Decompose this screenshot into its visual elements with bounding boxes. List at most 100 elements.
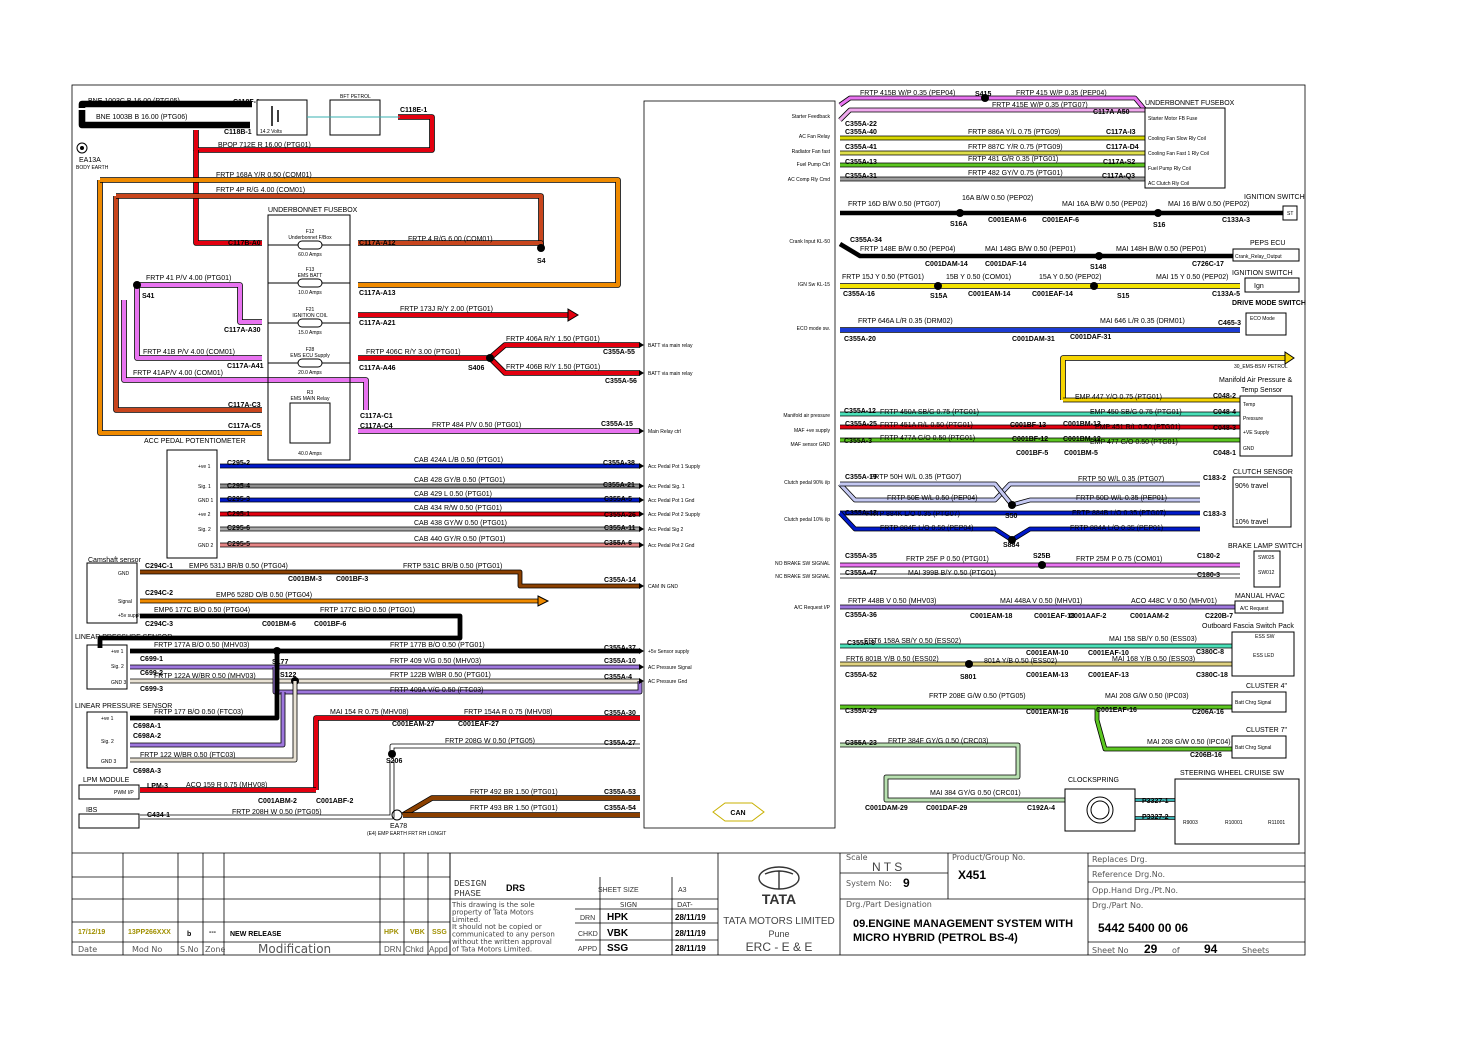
pin-arrow bbox=[639, 463, 644, 469]
connector-label: C180-2 bbox=[1197, 553, 1220, 560]
connector-label: C117A-S2 bbox=[1103, 159, 1135, 166]
connector-label: C355A-30 bbox=[604, 710, 636, 717]
acc-pedal-label: ACC PEDAL POTENTIOMETER bbox=[144, 438, 246, 445]
wire-arrow-173j bbox=[567, 308, 579, 322]
disclaimer-line: Limited. bbox=[452, 916, 480, 924]
diagram-label: FRTP 484 P/V 0.50 (PTG01) bbox=[432, 422, 521, 429]
body-earth-label: BODY EARTH bbox=[76, 165, 109, 171]
diagram-label: MAI 158 SB/Y 0.50 (ESS03) bbox=[1109, 636, 1197, 643]
cluster-4-pin: Batt Chrg Signal bbox=[1235, 700, 1271, 706]
diagram-label: FRTP 41B P/V 4.00 (COM01) bbox=[143, 349, 235, 356]
diagram-label: BNE 1003C B 16.00 (PTG05) bbox=[88, 98, 180, 105]
ub-right-pin-label: Starter Motor FB Fuse bbox=[1148, 116, 1198, 122]
steering-resistor-label: R11001 bbox=[1268, 820, 1285, 826]
diagram-label: FRTP 409 V/G 0.50 (MHV03) bbox=[390, 658, 481, 665]
connector-label: C048-3 bbox=[1213, 425, 1236, 432]
diagram-label: FRTP 531C BR/B 0.50 (PTG01) bbox=[403, 563, 502, 570]
diagram-label: CAB 424A L/B 0.50 (PTG01) bbox=[414, 457, 503, 464]
connector-label: C355A-27 bbox=[604, 740, 636, 747]
ea78-label: EA78 bbox=[390, 823, 407, 830]
ub-right-pin-label: AC Clutch Rly Coil bbox=[1148, 181, 1189, 187]
pin-arrow bbox=[639, 483, 644, 489]
map-sensor-label-2: Temp Sensor bbox=[1241, 387, 1283, 394]
connector-label: C117A-A30 bbox=[224, 327, 261, 334]
rev-date: 17/12/19 bbox=[78, 929, 105, 936]
scale-label: Scale bbox=[846, 853, 868, 862]
fascia-label: Outboard Fascia Switch Pack bbox=[1202, 623, 1294, 630]
connector-label: C118F-1 bbox=[233, 99, 260, 106]
diagram-label: FRTP 492 BR 1.50 (PTG01) bbox=[470, 789, 558, 796]
wire-168a-top bbox=[100, 178, 620, 287]
connector-label: C355A-15 bbox=[601, 421, 633, 428]
system-no-label: System No: bbox=[846, 879, 892, 888]
drawing-frame bbox=[71, 84, 1306, 956]
ecu-left-pin-label: +5v Sensor supply bbox=[648, 649, 690, 655]
ecu-left-box bbox=[643, 100, 836, 829]
connector-label: C133A-5 bbox=[1212, 291, 1240, 298]
underbonnet-fusebox-right bbox=[1144, 107, 1226, 189]
clockspring-coil-icon bbox=[1086, 796, 1114, 824]
diagram-label: EMP 477 G/O 0.50 (PTG01) bbox=[1090, 439, 1178, 446]
fascia-switch-pack-box bbox=[1231, 631, 1295, 677]
designation-line-2: MICRO HYBRID (PETROL BS-4) bbox=[853, 932, 1018, 944]
earth-icon bbox=[80, 146, 84, 150]
diagram-label: FRTP 122B W/BR 0.50 (PTG01) bbox=[390, 672, 491, 679]
diagram-label: EMP 450 SB/G 0.75 (PTG01) bbox=[1090, 409, 1182, 416]
sheet-size-label: SHEET SIZE bbox=[598, 887, 639, 894]
splice-s206 bbox=[388, 750, 396, 758]
connector-label: C117A-C4 bbox=[360, 423, 393, 430]
ea13a-earth-icon bbox=[76, 142, 88, 154]
diagram-label: FRTP 482 GY/V 0.75 (PTG01) bbox=[968, 170, 1063, 177]
ub-right-pin-label: Fuel Pump Rly Coil bbox=[1148, 166, 1191, 172]
connector-label: C001DAM-29 bbox=[865, 805, 908, 812]
diagram-label: FRTP 884K L/O 0.35 (PTG07) bbox=[866, 511, 960, 518]
ignition-switch-2-box bbox=[1244, 277, 1300, 293]
chkd-label: CHKD bbox=[578, 931, 598, 938]
diagram-label: FRTP 50 W/L 0.35 (PTG07) bbox=[1078, 476, 1164, 483]
design-phase-label-2: PHASE bbox=[454, 889, 481, 899]
diagram-label: EMP6 528D O/B 0.50 (PTG04) bbox=[216, 592, 312, 599]
connector-label: C355A-29 bbox=[845, 708, 877, 715]
col-mod: Mod No bbox=[132, 945, 162, 954]
pin-arrow bbox=[639, 542, 644, 548]
map-sensor-box bbox=[1239, 395, 1293, 457]
connector-label: C001DAF-29 bbox=[926, 805, 967, 812]
connector-label: C355A-54 bbox=[604, 805, 636, 812]
diagram-label: FRTP 122 W/BR 0.50 (FTC03) bbox=[140, 752, 235, 759]
linear-pressure-sensor-2 bbox=[86, 711, 128, 769]
dat-label: DAT- bbox=[677, 901, 693, 909]
pin-arrow bbox=[639, 511, 644, 517]
ub-fusebox-right-label: UNDERBONNET FUSEBOX bbox=[1145, 100, 1235, 107]
connector-label: C355A-13 bbox=[845, 159, 877, 166]
diagram-label: FRTP 50D W/L 0.35 (PEP01) bbox=[1076, 495, 1167, 502]
connector-label: S406 bbox=[468, 365, 484, 372]
fuse-desc-label: EMS BATT bbox=[298, 273, 323, 279]
diagram-label: CAB 438 GY/W 0.50 (PTG01) bbox=[414, 520, 507, 527]
connector-label: C183-2 bbox=[1203, 475, 1226, 482]
of-label: of bbox=[1172, 946, 1180, 955]
connector-label: C001BM-6 bbox=[262, 621, 296, 628]
connector-label: C699-1 bbox=[140, 656, 163, 663]
ecu-right-pin-label: ECO mode sw. bbox=[797, 326, 830, 332]
ecu-left-pin-label: BATT via main relay bbox=[648, 371, 693, 377]
underbonnet-fusebox-left bbox=[267, 214, 351, 461]
fascia-sw: ESS SW bbox=[1255, 634, 1275, 640]
diagram-label: ACO 159 R 0.75 (MHV08) bbox=[186, 782, 267, 789]
ecu-left-pin-label: AC Pressure Gnd bbox=[648, 679, 687, 685]
diagram-label: CAB 429 L 0.50 (PTG01) bbox=[414, 491, 492, 498]
splice-s801 bbox=[965, 660, 973, 668]
ign-switch-1-label: IGNITION SWITCH bbox=[1244, 194, 1305, 201]
lps2-pin: +ve 1 bbox=[101, 716, 114, 722]
splice-s50 bbox=[1008, 501, 1016, 509]
ub-right-pin-label: Cooling Fan Fast 1 Rly Coil bbox=[1148, 151, 1209, 157]
ign-st-label: ST bbox=[1287, 211, 1293, 217]
replaces-label: Replaces Drg. bbox=[1092, 855, 1147, 864]
diagram-label: FRTP 884A L/O 0.35 (PEP01) bbox=[1070, 525, 1163, 532]
drn-value: HPK bbox=[607, 912, 629, 923]
diagram-label: EMP 447 Y/O 0.75 (PTG01) bbox=[1075, 394, 1162, 401]
wire-154-outline bbox=[313, 715, 640, 790]
connector-label: C117A-A41 bbox=[227, 363, 264, 370]
lps1-pin: Sig. 2 bbox=[111, 664, 124, 670]
wire-122 bbox=[130, 681, 297, 762]
wire-531c-outline bbox=[280, 569, 640, 589]
